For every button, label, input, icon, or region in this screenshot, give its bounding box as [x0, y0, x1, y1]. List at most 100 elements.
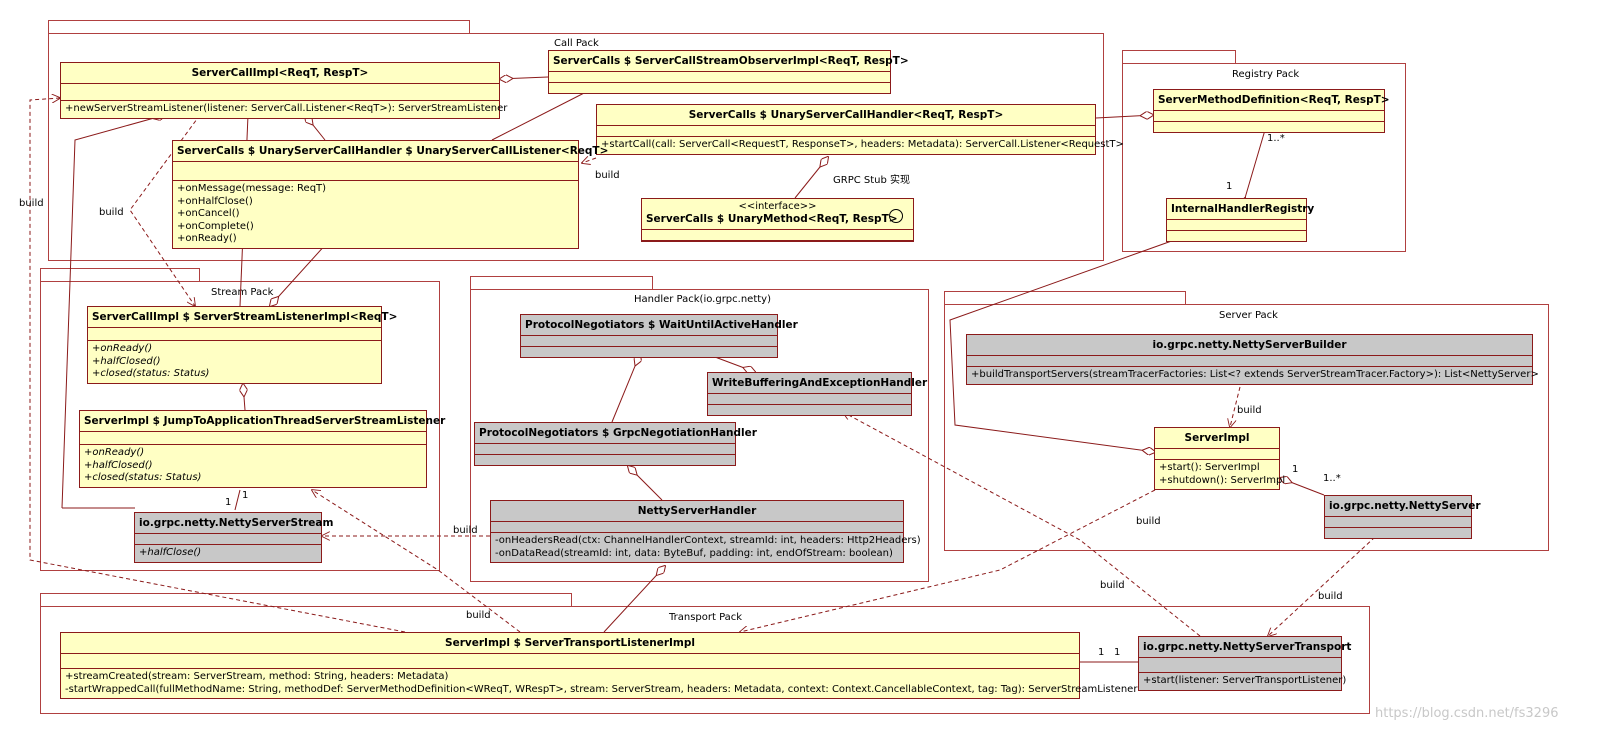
operation: +halfClosed() — [92, 355, 161, 367]
class-name: ServerCalls $ ServerCallStreamObserverIm… — [549, 51, 909, 72]
class-name: ServerCalls $ UnaryMethod<ReqT, RespT> — [642, 212, 913, 230]
class-name: ServerImpl $ ServerTransportListenerImpl — [61, 633, 1079, 654]
netty-server-transport-class[interactable]: io.grpc.netty.NettyServerTransport +star… — [1138, 636, 1351, 691]
multiplicity-label: 1 — [1098, 647, 1105, 658]
operations-section: +streamCreated(stream: ServerStream, met… — [61, 669, 1137, 698]
operation: +onCancel() — [177, 208, 240, 219]
assoc-registry-serverimpl — [949, 237, 1181, 452]
class-name: ServerImpl — [1155, 428, 1279, 449]
operations-section: +buildTransportServers(streamTracerFacto… — [967, 367, 1539, 384]
transport-pack-tab — [40, 593, 572, 607]
operations-section — [708, 405, 911, 415]
server-stream-listener-impl-class[interactable]: ServerCallImpl $ ServerStreamListenerImp… — [87, 306, 397, 384]
netty-server-builder-class[interactable]: io.grpc.netty.NettyServerBuilder +buildT… — [966, 334, 1539, 385]
build-label: build — [1237, 405, 1262, 416]
unary-method-interface[interactable]: <<interface>> ServerCalls $ UnaryMethod<… — [641, 198, 914, 242]
jump-to-app-thread-listener-class[interactable]: ServerImpl $ JumpToApplicationThreadServ… — [79, 410, 445, 488]
operation: +onHalfClose() — [177, 195, 253, 207]
class-name: NettyServerHandler — [491, 501, 903, 522]
multiplicity-label: 1 — [225, 497, 232, 508]
class-name: ServerCallImpl<ReqT, RespT> — [61, 63, 499, 84]
operation: +onMessage(message: ReqT) — [177, 183, 327, 194]
operation: +buildTransportServers(streamTracerFacto… — [971, 369, 1539, 380]
operations-section — [521, 347, 777, 357]
operation: +streamCreated(stream: ServerStream, met… — [65, 671, 449, 682]
operations-section: +onReady() +halfClosed() +closed(status:… — [80, 445, 426, 487]
build-label: build — [1136, 516, 1161, 527]
operations-section: +start(): ServerImpl +shutdown(): Server… — [1155, 460, 1285, 489]
multiplicity-label: 1 — [1226, 181, 1233, 192]
class-name: ServerCalls $ UnaryServerCallHandler<Req… — [597, 105, 1095, 126]
assoc-nettyserver-serverimpl — [1280, 478, 1325, 496]
attributes-section — [61, 654, 1079, 669]
operations-section: +start(listener: ServerTransportListener… — [1139, 673, 1346, 690]
operation: +onComplete() — [177, 220, 254, 232]
attributes-section — [1325, 517, 1471, 528]
operation: +halfClose() — [139, 547, 202, 558]
wait-until-active-handler-class[interactable]: ProtocolNegotiators $ WaitUntilActiveHan… — [520, 314, 798, 358]
operation: +startCall(call: ServerCall<RequestT, Re… — [601, 139, 1124, 150]
attributes-section — [475, 444, 735, 455]
assoc-streamlistener-unarylistener — [270, 242, 328, 306]
class-name: ServerCallImpl $ ServerStreamListenerImp… — [88, 307, 397, 328]
attributes-section — [967, 356, 1532, 367]
handler-pack-title: Handler Pack(io.grpc.netty) — [634, 294, 771, 305]
operation: +closed(status: Status) — [92, 368, 210, 379]
server-method-definition-class[interactable]: ServerMethodDefinition<ReqT, RespT> — [1153, 89, 1390, 133]
multiplicity-label: 1 — [1292, 464, 1299, 475]
stream-pack-title: Stream Pack — [211, 287, 274, 298]
operation: -onHeadersRead(ctx: ChannelHandlerContex… — [495, 535, 921, 546]
grpc-stub-label: GRPC Stub 实现 — [833, 175, 911, 186]
stream-observer-impl-class[interactable]: ServerCalls $ ServerCallStreamObserverIm… — [548, 50, 909, 94]
watermark: https://blog.csdn.net/fs3296 — [1375, 706, 1559, 721]
netty-server-stream-class[interactable]: io.grpc.netty.NettyServerStream +halfClo… — [134, 512, 333, 563]
registry-pack-title: Registry Pack — [1232, 69, 1300, 80]
dep-build-transport-write — [843, 412, 1201, 637]
grpc-negotiation-handler-class[interactable]: ProtocolNegotiators $ GrpcNegotiationHan… — [474, 422, 757, 466]
unary-server-call-handler-class[interactable]: ServerCalls $ UnaryServerCallHandler<Req… — [596, 104, 1124, 155]
class-name: ServerMethodDefinition<ReqT, RespT> — [1154, 90, 1390, 111]
netty-server-handler-class[interactable]: NettyServerHandler -onHeadersRead(ctx: C… — [490, 500, 921, 563]
attributes-section — [88, 328, 381, 341]
stereotype: <<interface>> — [738, 201, 817, 212]
multiplicity-label: 1..* — [1267, 133, 1285, 144]
class-name: io.grpc.netty.NettyServerTransport — [1139, 637, 1351, 658]
dep-build-serverimpl-transportlistener — [740, 489, 1156, 632]
attributes-section — [521, 336, 777, 347]
assoc-callimpl-observer — [500, 77, 549, 79]
interface-circle-icon — [889, 209, 903, 223]
internal-handler-registry-class[interactable]: InternalHandlerRegistry — [1166, 198, 1314, 242]
operations-section: +onMessage(message: ReqT) +onHalfClose()… — [173, 181, 578, 248]
call-pack-title: Call Pack — [554, 38, 599, 49]
operations-section — [475, 455, 735, 465]
unary-server-call-listener-class[interactable]: ServerCalls $ UnaryServerCallHandler $ U… — [172, 140, 608, 249]
operation: +start(): ServerImpl — [1159, 462, 1260, 473]
attributes-section — [173, 162, 578, 181]
operation: +halfClosed() — [84, 459, 153, 471]
server-transport-listener-impl-class[interactable]: ServerImpl $ ServerTransportListenerImpl… — [60, 632, 1137, 699]
attributes-section — [61, 84, 499, 101]
assoc-handler-definition — [1095, 115, 1153, 118]
class-name: ServerImpl $ JumpToApplicationThreadServ… — [80, 411, 445, 432]
operation: +closed(status: Status) — [84, 472, 202, 483]
multiplicity-label: 1..* — [1323, 473, 1341, 484]
server-call-impl-class[interactable]: ServerCallImpl<ReqT, RespT> +newServerSt… — [60, 62, 507, 119]
attributes-section — [135, 534, 321, 545]
operations-section: +newServerStreamListener(listener: Serve… — [61, 101, 507, 118]
attributes-section — [708, 394, 911, 405]
server-impl-class[interactable]: ServerImpl +start(): ServerImpl +shutdow… — [1154, 427, 1285, 490]
class-name: io.grpc.netty.NettyServerBuilder — [967, 335, 1532, 356]
operations-section — [1167, 231, 1306, 241]
class-name: ProtocolNegotiators $ GrpcNegotiationHan… — [475, 423, 757, 444]
stream-pack-tab — [40, 268, 200, 282]
operation: +onReady() — [92, 343, 153, 354]
build-label: build — [466, 610, 491, 621]
assoc-netstream-jump — [234, 489, 241, 511]
registry-pack-tab — [1122, 50, 1236, 64]
operations-section — [642, 230, 913, 241]
netty-server-class[interactable]: io.grpc.netty.NettyServer — [1324, 495, 1481, 539]
write-buffering-handler-class[interactable]: WriteBufferingAndExceptionHandler — [707, 372, 927, 416]
call-pack-tab — [48, 20, 470, 34]
class-name: io.grpc.netty.NettyServerStream — [135, 513, 333, 534]
assoc-grpcneg-wait — [611, 354, 640, 423]
